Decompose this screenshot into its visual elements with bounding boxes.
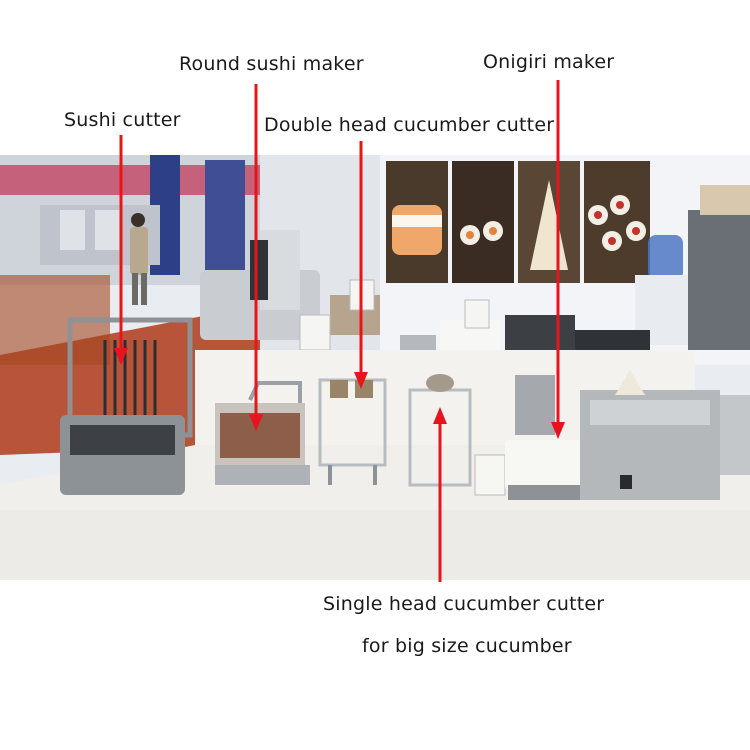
exhibition-photo	[0, 155, 750, 580]
label-sushi-cutter: Sushi cutter	[64, 109, 181, 131]
label-big-size-cucumber: for big size cucumber	[362, 635, 572, 657]
label-single-head-cucumber-cutter: Single head cucumber cutter	[323, 593, 605, 615]
label-onigiri-maker: Onigiri maker	[483, 51, 615, 73]
label-double-head-cucumber-cutter: Double head cucumber cutter	[264, 114, 555, 136]
label-round-sushi-maker: Round sushi maker	[179, 53, 364, 75]
